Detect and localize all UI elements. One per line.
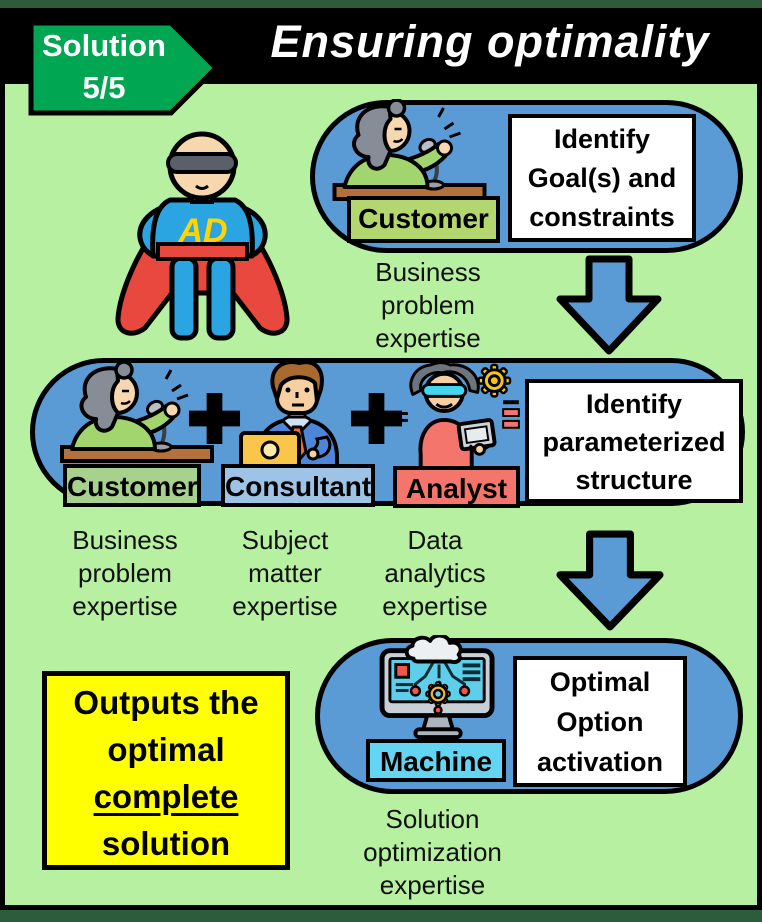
expertise-line: expertise: [232, 591, 338, 621]
action-line: Optimal: [549, 667, 651, 697]
expertise-consultant: Subject matter expertise: [195, 524, 375, 623]
output-box: Outputs the optimal complete solution: [42, 671, 290, 870]
action-box-step2: Identify parameterized structure: [525, 379, 743, 503]
output-line: solution: [101, 825, 231, 862]
expertise-line: analytics: [384, 558, 486, 588]
expertise-line: Subject: [241, 525, 329, 555]
page-title: Ensuring optimality: [270, 16, 710, 67]
pill-step3: Machine Optimal Option activation: [315, 633, 743, 794]
expertise-line: matter: [248, 558, 322, 588]
expertise-line: Business: [375, 257, 481, 287]
output-line: optimal: [107, 731, 225, 768]
output-line-underlined: complete: [93, 778, 239, 815]
consultant-icon: [227, 357, 367, 474]
expertise-line: Data: [407, 525, 463, 555]
action-box-step1: Identify Goal(s) and constraints: [508, 114, 696, 242]
action-line: structure: [575, 465, 693, 495]
pill-step1: Customer Identify Goal(s) and constraint…: [310, 98, 743, 253]
expertise-line: expertise: [382, 591, 488, 621]
plus-icon: [349, 391, 404, 451]
pill-step2: Customer Consultant Analyst Identify par…: [30, 357, 745, 508]
solution-badge-text: Solution 5/5: [28, 25, 180, 109]
actor-label-customer: Customer: [63, 464, 201, 507]
expertise-step1: Business problem expertise: [328, 256, 528, 355]
down-arrow-1-icon: [555, 255, 663, 362]
expertise-analyst: Data analytics expertise: [345, 524, 525, 623]
expertise-line: Solution: [385, 804, 480, 834]
solution-badge-arrow-icon: [28, 20, 220, 116]
analyst-icon: [393, 361, 521, 474]
badge-line2: 5/5: [82, 70, 126, 105]
actor-label-consultant: Consultant: [221, 464, 375, 507]
plus-icon: [187, 391, 242, 451]
expertise-line: Business: [72, 525, 178, 555]
actor-label-machine: Machine: [366, 739, 506, 782]
cloud-icon: [404, 633, 463, 664]
actor-label-analyst: Analyst: [393, 466, 520, 508]
expertise-line: expertise: [379, 870, 486, 900]
actor-label-customer: Customer: [347, 196, 500, 243]
action-line: parameterized: [542, 427, 726, 457]
action-line: Option: [556, 707, 644, 737]
action-line: activation: [536, 747, 664, 777]
expertise-line: problem: [381, 290, 475, 320]
expertise-line: expertise: [375, 323, 481, 353]
action-line: Goal(s) and: [527, 163, 677, 193]
action-line: Identify: [585, 389, 682, 419]
solution-badge: Solution 5/5: [28, 20, 220, 116]
action-line: Identify: [553, 124, 650, 154]
customer-icon: [60, 360, 220, 471]
action-box-step3: Optimal Option activation: [513, 656, 687, 787]
superhero-icon: AD: [110, 128, 295, 350]
hero-goggles-icon: [166, 152, 238, 174]
customer-icon: [330, 98, 495, 209]
machine-icon: [370, 633, 510, 750]
output-line: Outputs the: [73, 684, 259, 721]
expertise-machine: Solution optimization expertise: [325, 803, 540, 902]
expertise-line: optimization: [363, 837, 502, 867]
badge-line1: Solution: [42, 28, 166, 63]
expertise-line: expertise: [72, 591, 178, 621]
expertise-line: problem: [78, 558, 172, 588]
expertise-customer: Business problem expertise: [35, 524, 215, 623]
down-arrow-2-icon: [554, 530, 666, 637]
action-line: constraints: [529, 202, 675, 232]
